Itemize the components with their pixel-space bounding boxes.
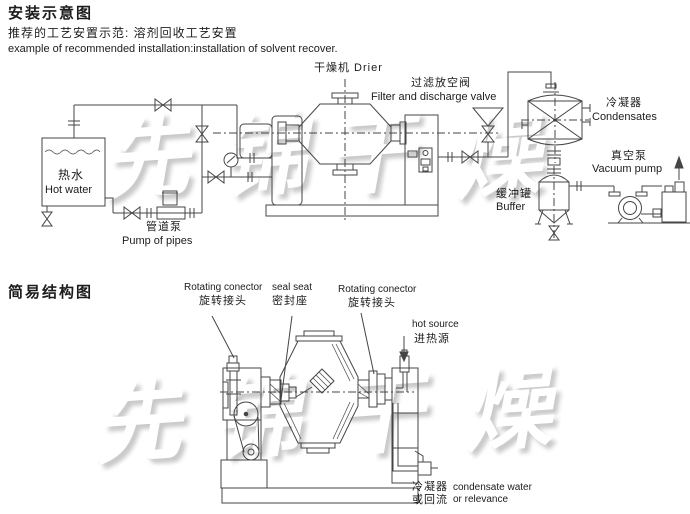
discharge-valve-icon — [309, 368, 335, 394]
condenser-vessel — [521, 82, 591, 174]
water-level-wave — [44, 149, 101, 155]
hot-source-label-en: hot source — [412, 319, 459, 330]
motor-pulley — [242, 443, 260, 461]
exhaust-arrow — [674, 155, 684, 169]
valve-icon — [154, 98, 172, 112]
right-column — [391, 367, 419, 484]
rotating-connector-right-label-cn: 旋转接头 — [348, 297, 396, 309]
vacuum-pump-label-cn: 真空泵 — [611, 150, 647, 162]
structure-diagram — [220, 330, 438, 504]
section2-title: 简易结构图 — [8, 284, 94, 301]
separator-tank — [661, 191, 687, 223]
double-cone-body — [279, 340, 359, 444]
buffer-tank — [535, 166, 614, 241]
left-support-column — [271, 115, 303, 206]
hot-source-label-cn: 进热源 — [414, 333, 450, 345]
condensate-pipe — [392, 403, 418, 472]
hot-water-piping — [68, 98, 272, 220]
rotating-connector-left-label-en: Rotating conector — [184, 282, 263, 293]
vacuum-pump-label-en: Vacuum pump — [592, 163, 663, 175]
leader-lines — [211, 312, 409, 401]
condenser-label-cn: 冷凝器 — [606, 97, 642, 109]
condenser-label-en: Condensates — [592, 111, 657, 123]
filter-valve-label-cn: 过滤放空阀 — [411, 77, 471, 89]
machine-base — [221, 487, 419, 504]
drier-vessel — [213, 79, 500, 223]
hot-water-label-cn: 热水 — [58, 168, 85, 182]
drain-valve-icon — [41, 211, 53, 227]
section1-subtitle-en: example of recommended installation:inst… — [8, 43, 338, 55]
machine-base — [265, 204, 439, 217]
valve-icon — [123, 206, 141, 220]
valve-icon — [195, 125, 209, 143]
belt — [233, 415, 245, 453]
valve-icon — [461, 150, 479, 164]
condensate-valve — [417, 461, 432, 476]
vacuum-pump-unit — [608, 155, 690, 224]
drier-label: 干燥机 Drier — [314, 62, 383, 74]
pump-rotor — [618, 196, 642, 220]
control-cabinet — [404, 114, 439, 206]
drain-valve-icon — [548, 225, 560, 241]
vent-filter-icon — [471, 107, 505, 127]
hot-water-label-en: Hot water — [45, 184, 93, 196]
vent-filter-line — [438, 71, 552, 164]
pressure-gauge-icon — [223, 152, 239, 168]
pipe-pump-label-cn: 管道泵 — [146, 221, 182, 233]
condensate-label-en2: or relevance — [453, 494, 509, 505]
section1-title: 安装示意图 — [8, 5, 94, 22]
rotating-connector-right-label-en: Rotating conector — [338, 284, 417, 295]
seal-seat-label-cn: 密封座 — [272, 295, 308, 307]
valve-icon — [207, 170, 225, 184]
drive-pulley — [233, 401, 259, 427]
filter-valve-label-en: Filter and discharge valve — [371, 91, 497, 103]
buffer-label-cn: 缓冲罐 — [496, 188, 532, 200]
belt — [257, 416, 260, 452]
pipeline-pump-icon — [156, 206, 186, 220]
section1-subtitle-cn: 推荐的工艺安置示范: 溶剂回收工艺安置 — [8, 26, 238, 40]
pipe-pump-label-en: Pump of pipes — [122, 235, 193, 247]
rotating-connector-left-label-cn: 旋转接头 — [199, 295, 247, 307]
seal-seat-label-en: seal seat — [272, 282, 313, 293]
buffer-label-en: Buffer — [496, 201, 526, 213]
rotary-joint-box — [239, 123, 273, 159]
condensate-label-cn2: 或回流 — [412, 494, 448, 506]
condensate-label-en1: condensate water — [453, 482, 532, 493]
valve-icon — [481, 125, 495, 143]
condensate-label-cn1: 冷凝器 — [412, 481, 448, 493]
